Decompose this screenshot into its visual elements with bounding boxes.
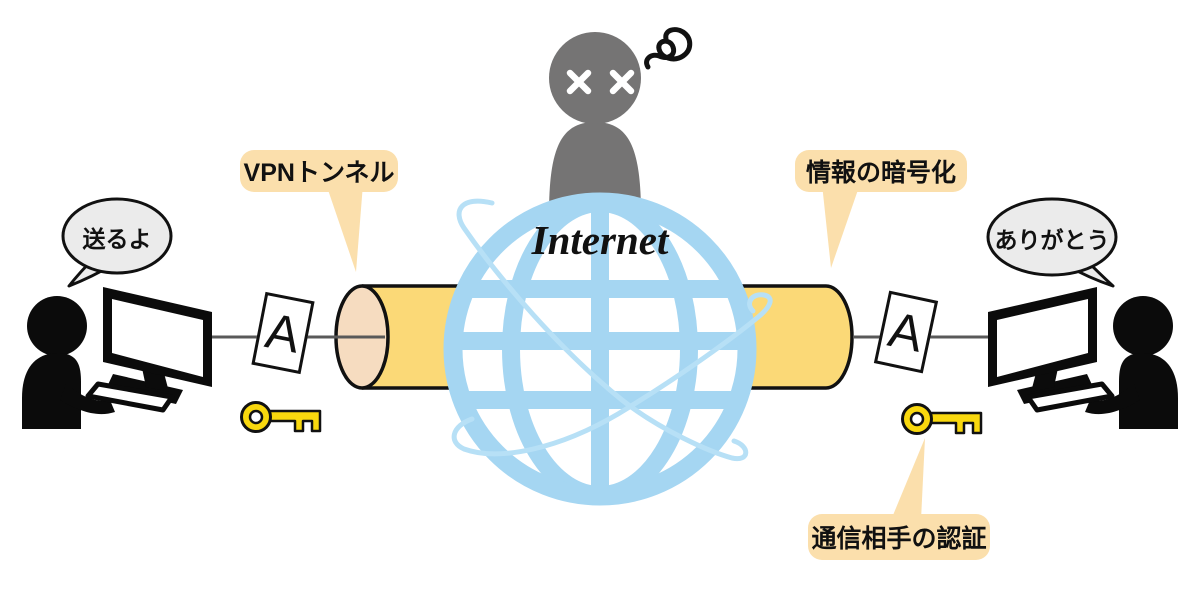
sender-speech-text: 送るよ xyxy=(82,226,152,252)
x-eyes-icon xyxy=(566,69,635,95)
vpn-tunnel-callout: VPNトンネル xyxy=(240,150,398,192)
key-left-icon xyxy=(240,401,322,433)
confusion-squiggle-icon xyxy=(644,27,693,70)
document-letter: A xyxy=(261,302,305,364)
speech-bubble-left xyxy=(61,197,173,288)
sender-person-icon xyxy=(22,296,115,429)
sender-computer-icon xyxy=(85,287,212,413)
speech-bubble-right xyxy=(986,197,1118,288)
encryption-callout-tail xyxy=(822,184,860,268)
key-right-icon xyxy=(901,403,983,435)
receiver-person-icon xyxy=(1085,296,1178,429)
encryption-callout: 情報の暗号化 xyxy=(795,150,967,192)
document-letter: A xyxy=(883,301,929,363)
encryption-label: 情報の暗号化 xyxy=(805,159,956,187)
orbit-swoosh-icon xyxy=(451,198,773,462)
internet-globe-icon xyxy=(443,192,757,506)
internet-label: Internet xyxy=(531,217,669,263)
vpn-callout-tail xyxy=(326,184,363,272)
eavesdropper-icon xyxy=(549,27,693,215)
vpn-tunnel-label: VPNトンネル xyxy=(243,159,395,187)
authentication-label: 通信相手の認証 xyxy=(811,525,987,553)
authentication-callout: 通信相手の認証 xyxy=(808,514,990,560)
receiver-speech-text: ありがとう xyxy=(994,227,1110,253)
keyboard-icon xyxy=(1025,381,1115,413)
authentication-callout-tail xyxy=(891,438,925,520)
keyboard-icon xyxy=(85,381,175,413)
receiver-computer-icon xyxy=(988,287,1115,413)
